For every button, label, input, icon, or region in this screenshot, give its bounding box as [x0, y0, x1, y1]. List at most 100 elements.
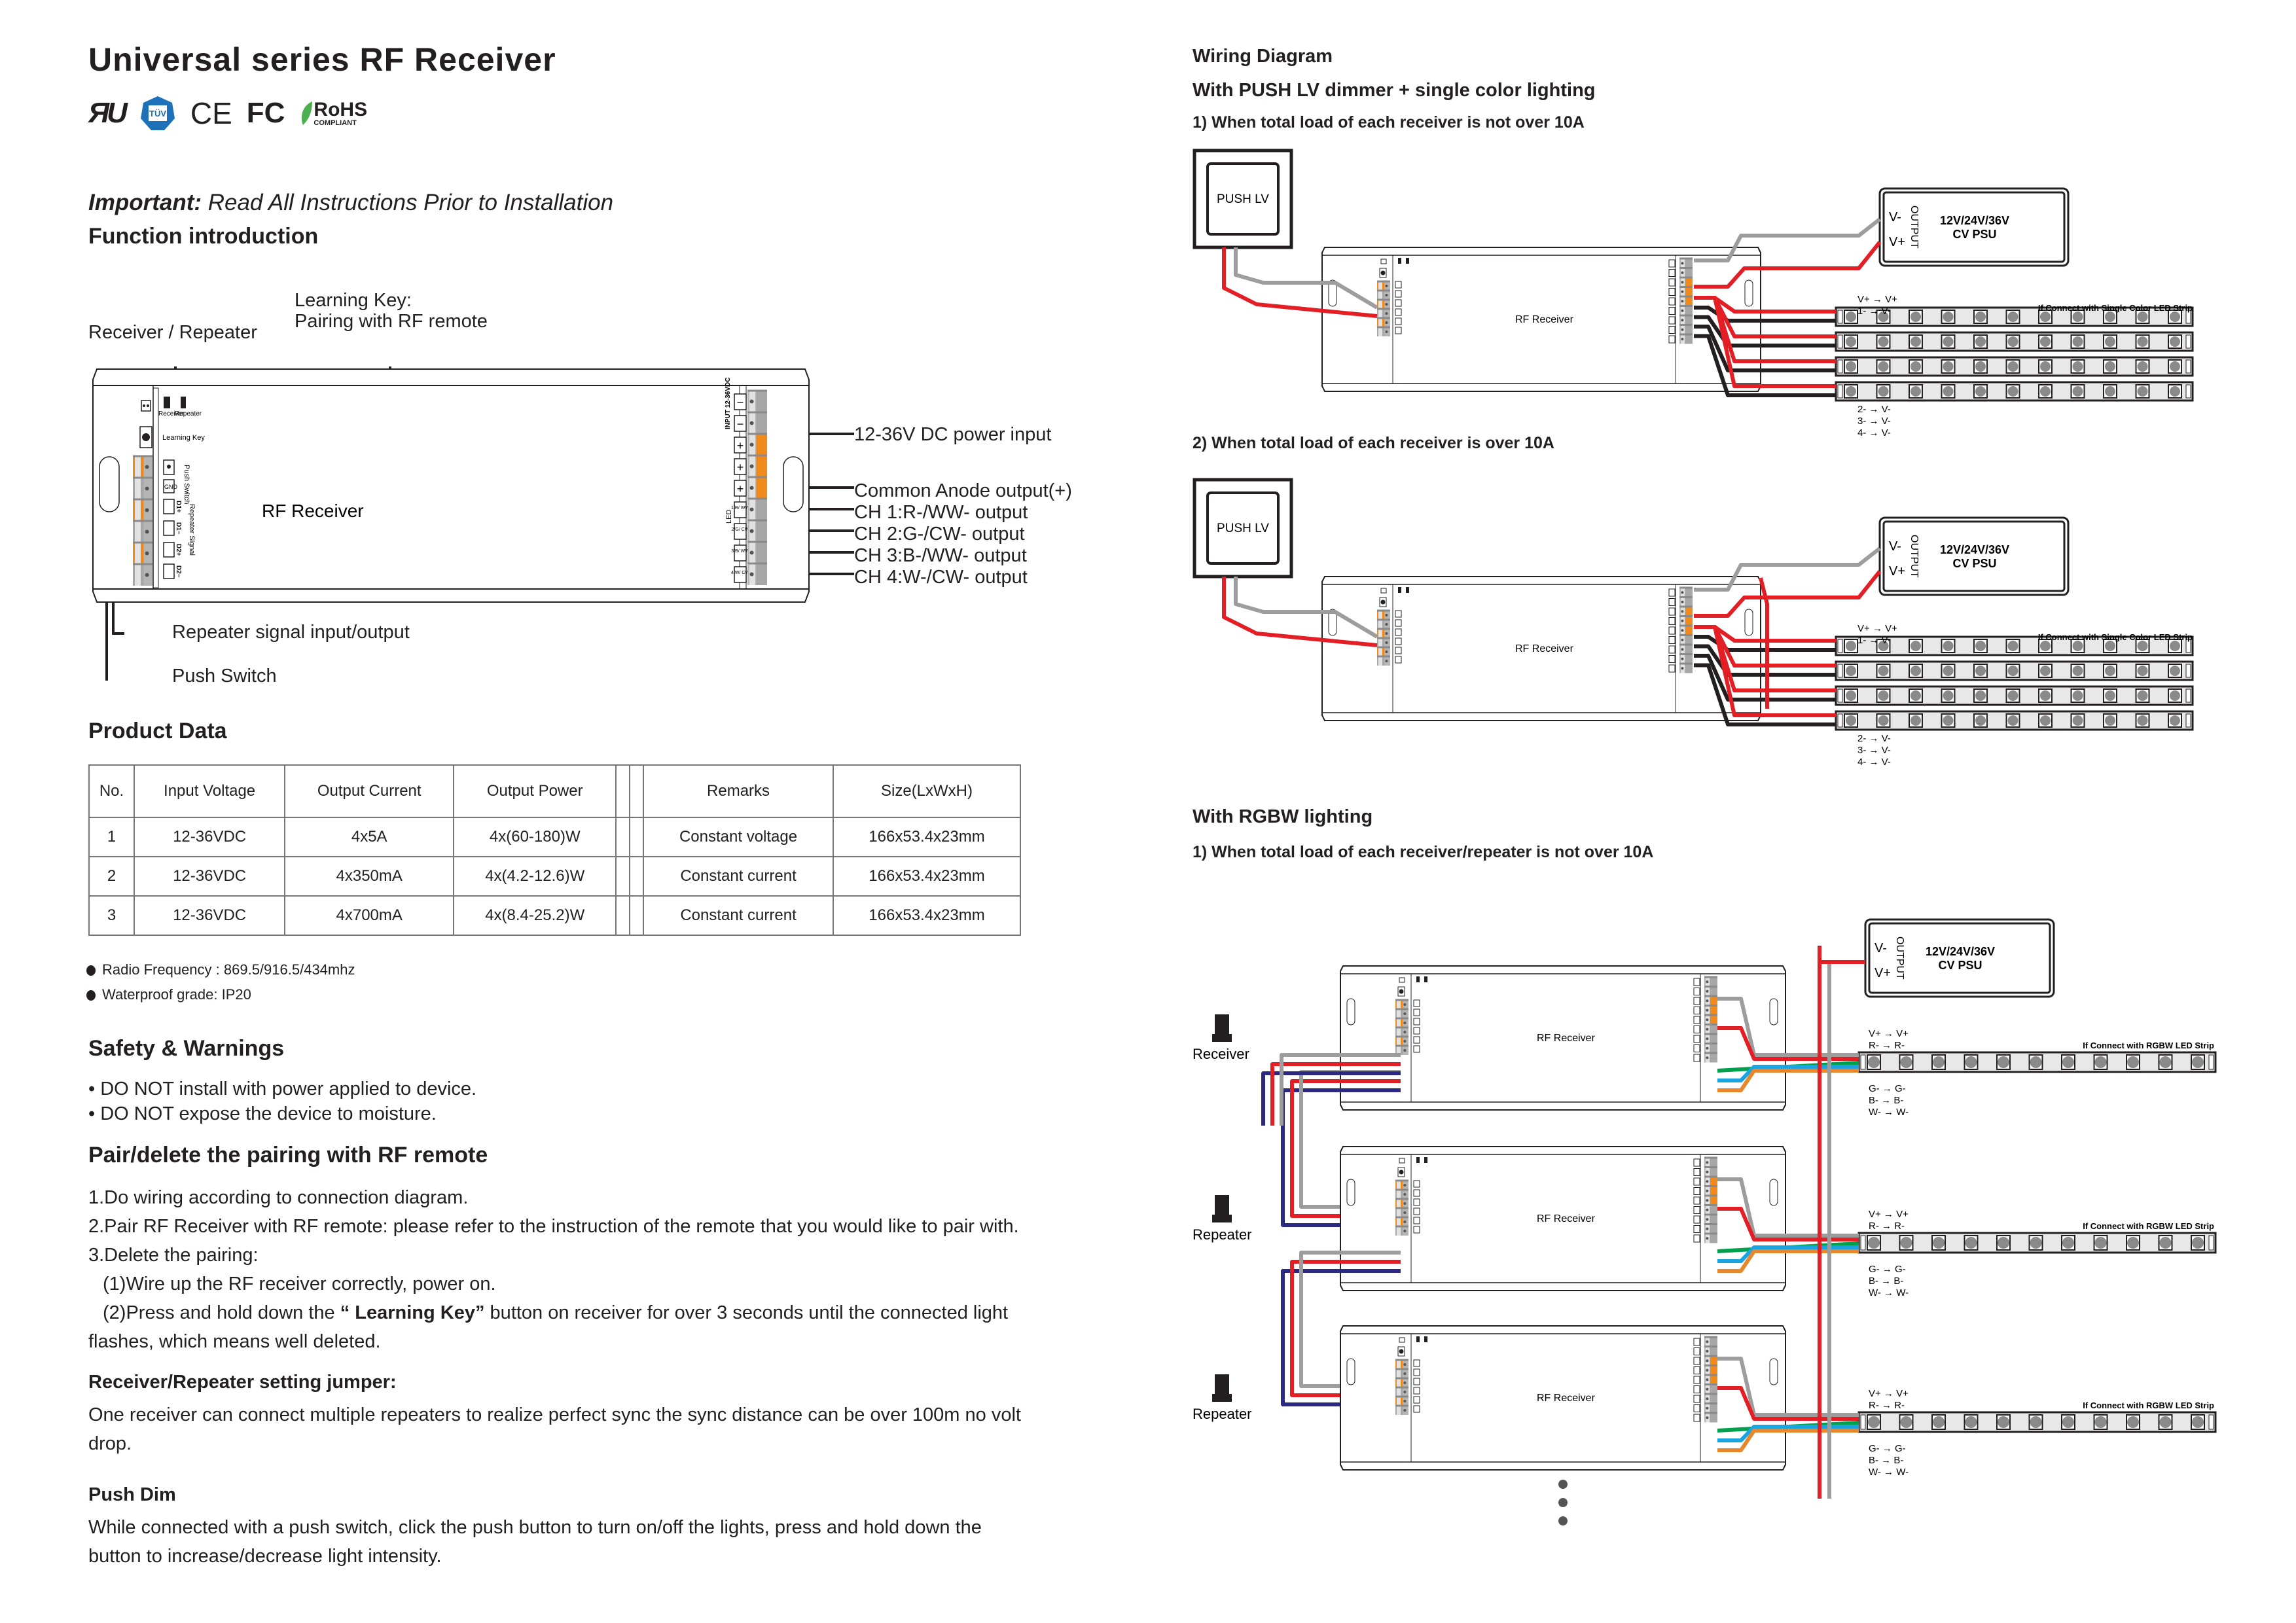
red-wire [1222, 247, 1378, 318]
jumper-text: One receiver can connect multiple repeat… [88, 1404, 1021, 1454]
jumper-receiver-icon [1416, 976, 1420, 982]
led-icon [2159, 1056, 2172, 1068]
led-icon [1878, 690, 1889, 701]
safety-item: • DO NOT install with power applied to d… [88, 1079, 477, 1099]
pairing-step-2: 2.Pair RF Receiver with RF remote: pleas… [88, 1216, 1019, 1237]
led-icon [2105, 641, 2115, 651]
led-icon [1943, 386, 1954, 397]
terminal-screw [1403, 1230, 1407, 1232]
gray-wire [1280, 1053, 1401, 1126]
terminal-screw [1403, 1049, 1407, 1052]
led-icon [2007, 361, 2018, 372]
terminal-clamp [1710, 996, 1717, 1006]
terminal-clamp [1710, 1365, 1717, 1375]
led-icon [2137, 312, 2148, 322]
mount-slot [1346, 1358, 1355, 1385]
terminal-screw [1385, 623, 1388, 626]
terminal-screw [1681, 328, 1684, 331]
terminal-lever [1378, 629, 1382, 638]
signal-terminal [1413, 1387, 1420, 1395]
terminal-clamp [1710, 1205, 1717, 1215]
terminal-screw [1681, 600, 1684, 603]
terminal-clamp [756, 455, 767, 477]
led-icon [1910, 715, 1921, 726]
svg-text:TÜV: TÜV [149, 109, 166, 118]
led-icon [1878, 312, 1889, 322]
table-cell [629, 817, 645, 857]
single-color-led-strip [1835, 710, 2194, 731]
terminal-screw [749, 464, 754, 469]
led-terminal [1693, 1206, 1700, 1214]
psu-vminus: V- [1874, 941, 1887, 955]
led-icon [2159, 1416, 2172, 1428]
device-case [1340, 1146, 1786, 1291]
led-icon [1900, 1237, 1912, 1249]
terminal-screw [1681, 262, 1684, 265]
device-name: RF Receiver [1537, 1213, 1596, 1224]
led-icon [2040, 641, 2051, 651]
pin-mapping-label: G- → G- [1869, 1264, 1906, 1275]
led-icon [2040, 715, 2051, 726]
terminal-clamp [756, 520, 767, 542]
signal-terminal [1395, 610, 1402, 618]
orange-wire [1717, 1249, 1859, 1273]
rf-receiver-unit: RF Receiver [1340, 1146, 1786, 1291]
led-terminal [1693, 1054, 1700, 1062]
led-icon [1878, 715, 1889, 726]
terminal-lever [1397, 1181, 1401, 1190]
terminal-screw [1681, 619, 1684, 622]
led-icon [1933, 1056, 1945, 1068]
led-terminal [1668, 588, 1676, 597]
led-icon [2192, 1056, 2204, 1068]
terminal-lever [1397, 1190, 1401, 1199]
psu-outer [1878, 516, 2070, 596]
led-icon [1846, 386, 1856, 397]
terminal-clamp [1710, 1177, 1717, 1186]
terminal-clamp [1685, 607, 1693, 616]
terminal-lever [135, 564, 141, 586]
terminal-clamp [1685, 315, 1693, 325]
jumper-header [1380, 259, 1387, 264]
red-wire [1694, 570, 1882, 618]
terminal-clamp [756, 434, 767, 455]
table-cell: 4x700mA [284, 895, 455, 936]
led-terminal [734, 566, 747, 583]
terminal-screw [749, 507, 754, 512]
table-cell [629, 856, 645, 897]
terminal-lever [1378, 300, 1382, 309]
pairing-step-3: 3.Delete the pairing: [88, 1245, 259, 1266]
solder-pad [2185, 639, 2191, 653]
solder-pad [2208, 1235, 2214, 1251]
terminal-screw [1385, 632, 1388, 635]
terminal-clamp [1710, 1394, 1717, 1404]
terminal-lever [1378, 647, 1382, 656]
terminal-screw [1706, 1359, 1709, 1363]
led-icon [2062, 1237, 2074, 1249]
terminal-screw [1385, 285, 1388, 287]
learning-key-icon [142, 433, 150, 441]
led-terminal [1693, 1044, 1700, 1052]
led-icon [1943, 715, 1954, 726]
led-icon [2127, 1056, 2139, 1068]
led-icon [1943, 312, 1954, 322]
terminal-screw [1706, 1237, 1709, 1240]
terminal-lever [135, 456, 141, 478]
terminal-screw [1681, 309, 1684, 312]
continuation-dot [1558, 1480, 1568, 1489]
led-icon [1846, 312, 1856, 322]
mount-slot [1744, 279, 1753, 307]
table-header-cell [615, 764, 631, 818]
callout-ch1: CH 1:R-/WW- output [854, 502, 1028, 523]
terminal-screw [749, 550, 754, 555]
terminal-screw [145, 508, 149, 512]
led-icon [2094, 1237, 2107, 1249]
led-icon [1846, 690, 1856, 701]
terminal-clamp [1710, 986, 1717, 996]
terminal-screw [1385, 312, 1388, 315]
led-terminal [1693, 1187, 1700, 1195]
terminal-screw [1706, 1180, 1709, 1183]
signal-terminal-label: D1+ [175, 501, 182, 513]
terminal-clamp [1710, 1043, 1717, 1053]
